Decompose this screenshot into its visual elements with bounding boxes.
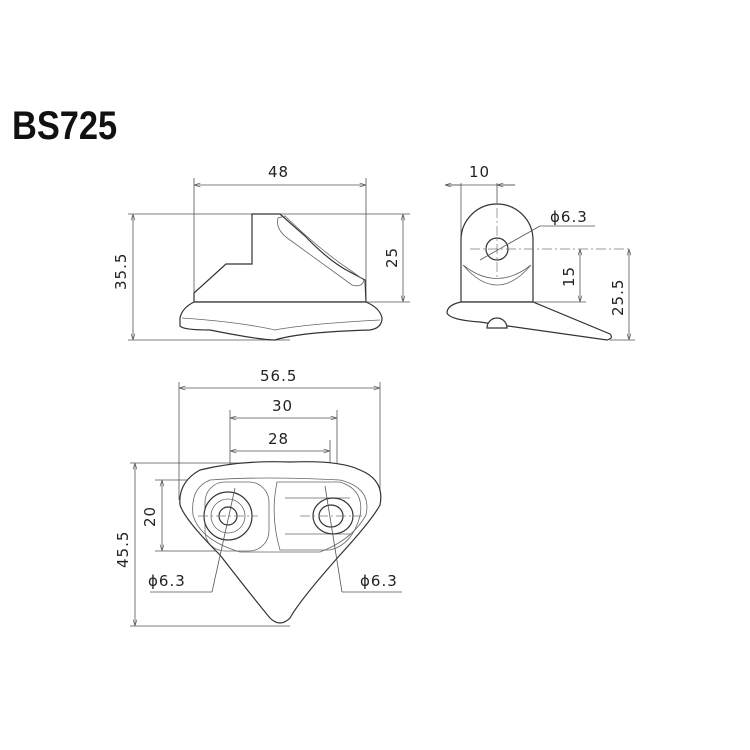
model-title: BS725 [12, 104, 118, 148]
top-slot-height-label: 20 [141, 506, 159, 527]
front-width-label: 48 [268, 163, 289, 181]
top-outline [179, 461, 382, 624]
front-base [179, 301, 383, 341]
side-offset-label: 10 [469, 163, 490, 181]
front-total-height-label: 35.5 [112, 253, 130, 290]
front-upper-height-label: 25 [383, 247, 401, 268]
top-outer-spacing-label: 30 [272, 397, 293, 415]
top-total-depth-label: 45.5 [114, 531, 132, 568]
top-view: 56.5 30 28 20 45.5 ϕ6.3 ϕ6.3 [114, 367, 402, 627]
side-hole-label: ϕ6.3 [550, 208, 588, 226]
top-total-width-label: 56.5 [260, 367, 297, 385]
top-right-hole-label: ϕ6.3 [360, 572, 398, 590]
top-inner-spacing-label: 28 [268, 430, 289, 448]
side-total-height-label: 25.5 [609, 279, 627, 316]
side-base [446, 301, 613, 341]
side-hole-height-label: 15 [560, 266, 578, 287]
front-body [193, 213, 367, 303]
front-view: 48 35.5 25 [112, 163, 410, 341]
top-left-hole-label: ϕ6.3 [148, 572, 186, 590]
side-view: 10 ϕ6.3 15 25.5 [445, 163, 635, 341]
